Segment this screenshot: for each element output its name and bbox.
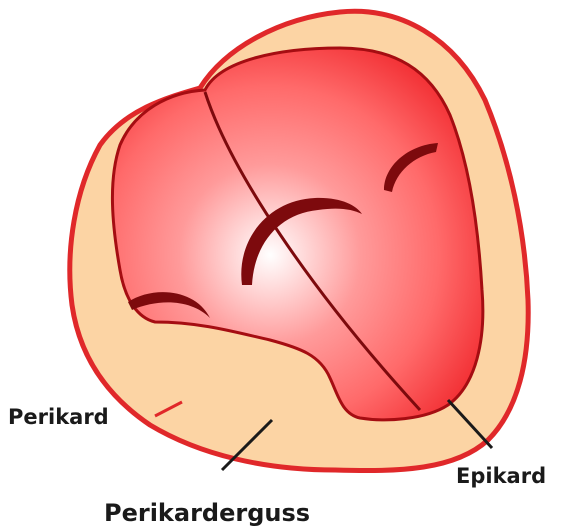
label-epikard: Epikard [456, 464, 546, 488]
label-perikard: Perikard [8, 405, 109, 429]
label-perikarderguss: Perikarderguss [104, 499, 310, 527]
